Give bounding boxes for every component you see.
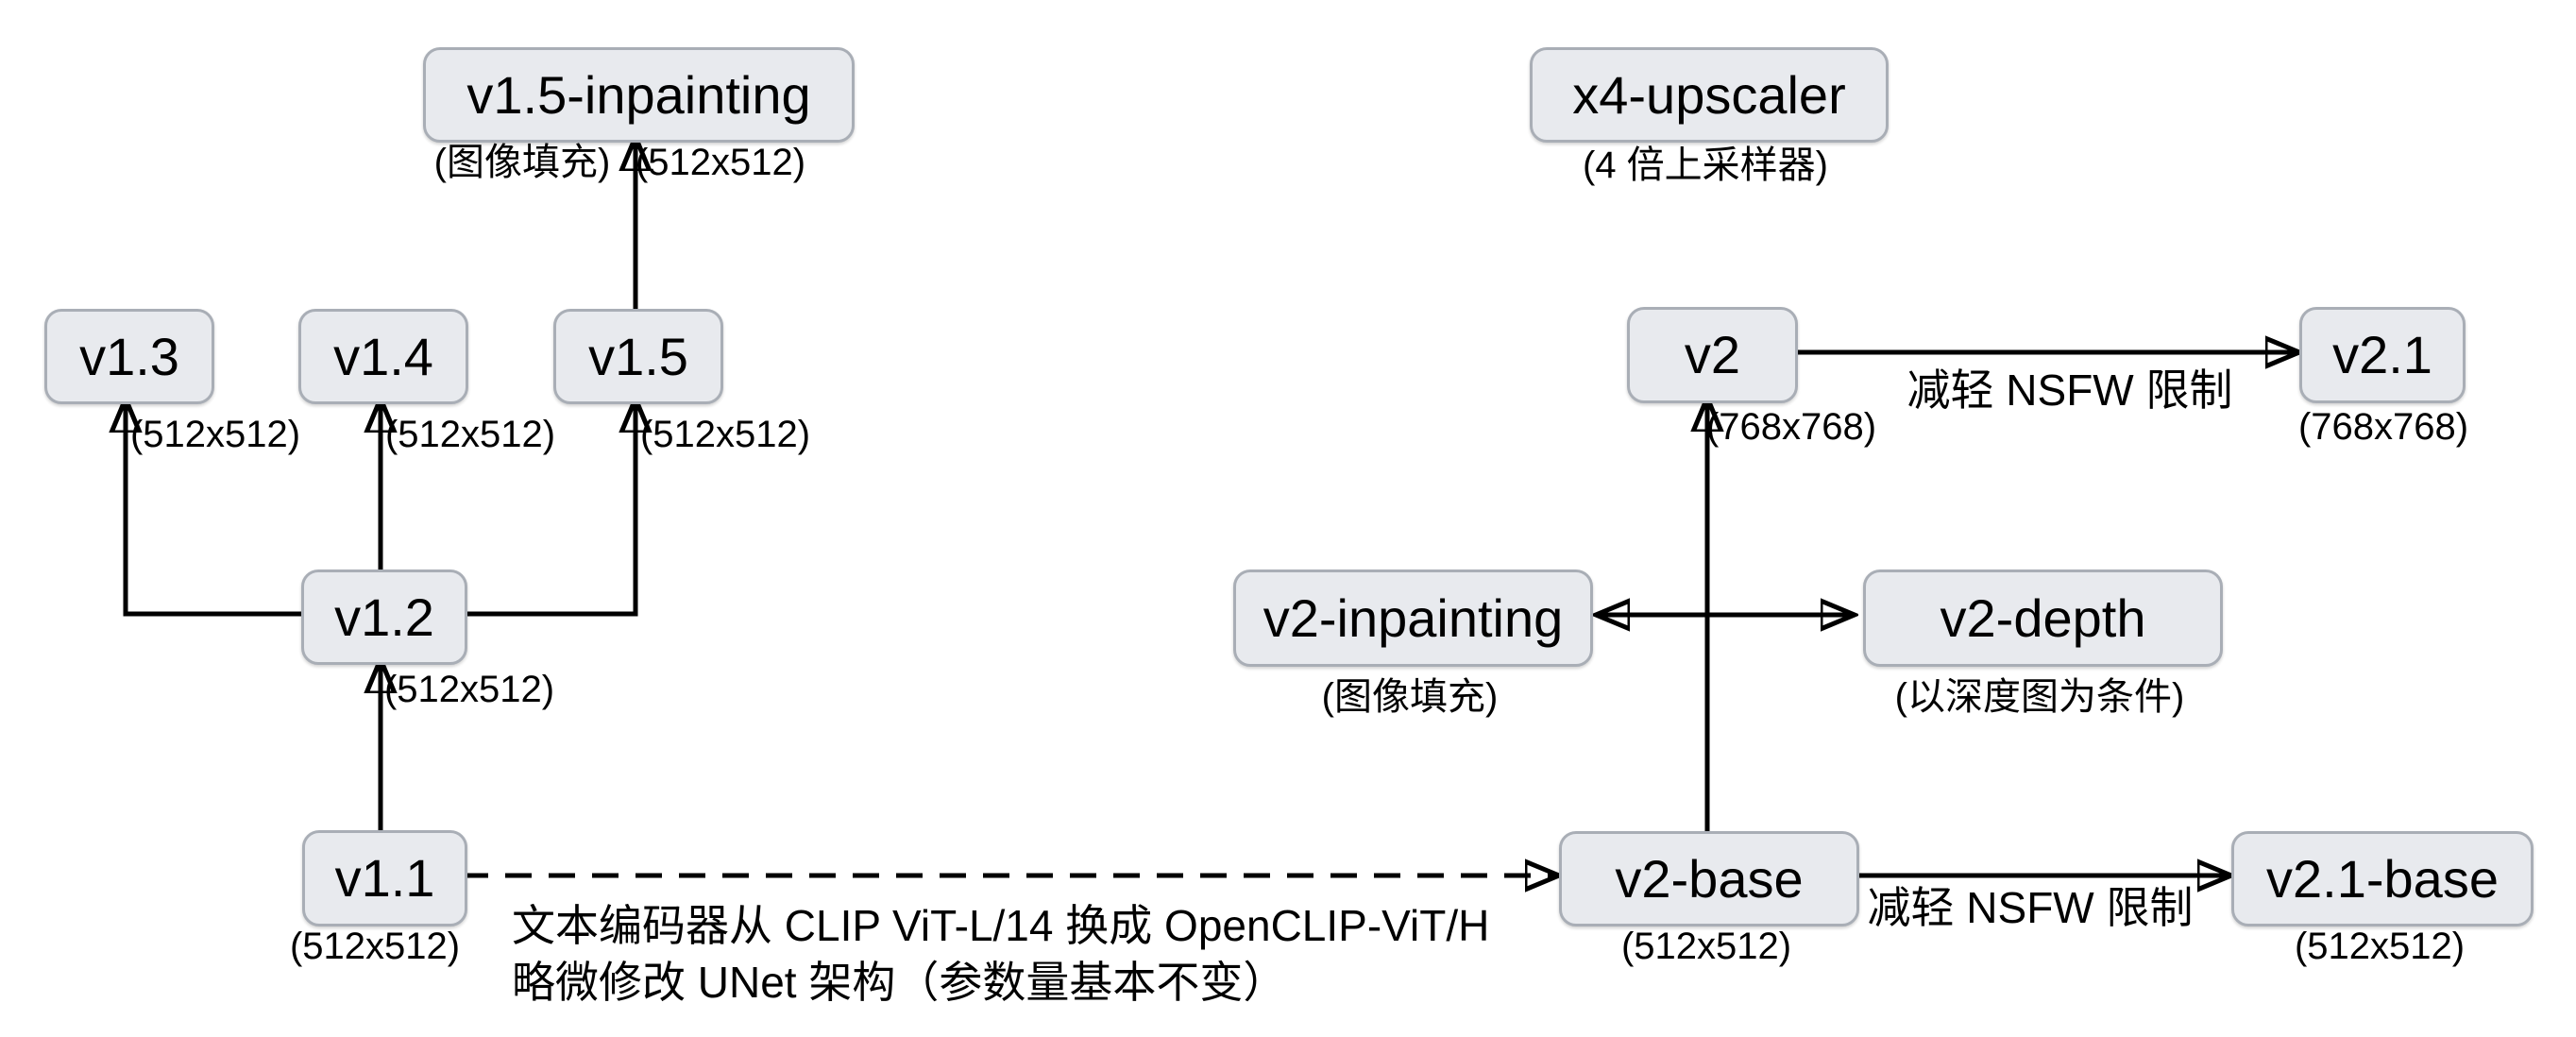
encoder-note-line2: 略微修改 UNet 架构（参数量基本不变） <box>512 958 1287 1007</box>
node-v2: v2 <box>1627 307 1798 403</box>
caption-v1.5-inpainting: (图像填充) <box>433 142 611 183</box>
node-v1.3: v1.3 <box>44 309 214 404</box>
size-v1.5-inpainting: (512x512) <box>635 142 806 183</box>
size-v2.1: (768x768) <box>2297 406 2469 448</box>
encoder-note-line1: 文本编码器从 CLIP ViT-L/14 换成 OpenCLIP-ViT/H <box>512 901 1490 950</box>
node-v1.4: v1.4 <box>298 309 468 404</box>
size-v1.2: (512x512) <box>383 669 555 710</box>
node-v1.1: v1.1 <box>302 830 467 926</box>
node-v2-base: v2-base <box>1559 831 1859 926</box>
size-v2: (768x768) <box>1705 406 1877 448</box>
node-v2-inpainting: v2-inpainting <box>1233 570 1593 667</box>
size-v1.5: (512x512) <box>639 414 811 455</box>
edge-label-nsfw-top: 减轻 NSFW 限制 <box>1907 366 2233 415</box>
node-v1.5: v1.5 <box>553 309 723 404</box>
caption-v2-depth: (以深度图为条件) <box>1894 676 2185 718</box>
caption-v2-inpainting: (图像填充) <box>1321 676 1499 718</box>
node-v1.2: v1.2 <box>301 570 467 665</box>
node-v1.5-inpainting: v1.5-inpainting <box>423 47 855 143</box>
edge-label-nsfw-bottom: 减轻 NSFW 限制 <box>1867 883 2194 932</box>
size-v1.3: (512x512) <box>129 414 301 455</box>
node-v2.1: v2.1 <box>2299 307 2466 403</box>
node-v2.1-base: v2.1-base <box>2231 831 2534 926</box>
size-v1.1: (512x512) <box>289 926 461 967</box>
node-x4-upscaler: x4-upscaler <box>1530 47 1889 143</box>
size-v2.1-base: (512x512) <box>2294 926 2466 967</box>
size-v2-base: (512x512) <box>1620 926 1792 967</box>
caption-x4-upscaler: (4 倍上采样器) <box>1583 144 1828 186</box>
node-v2-depth: v2-depth <box>1863 570 2223 667</box>
edge-v1.2-to-v1.3 <box>126 400 301 617</box>
size-v1.4: (512x512) <box>384 414 556 455</box>
edge-v1.2-to-v1.5 <box>462 400 636 617</box>
